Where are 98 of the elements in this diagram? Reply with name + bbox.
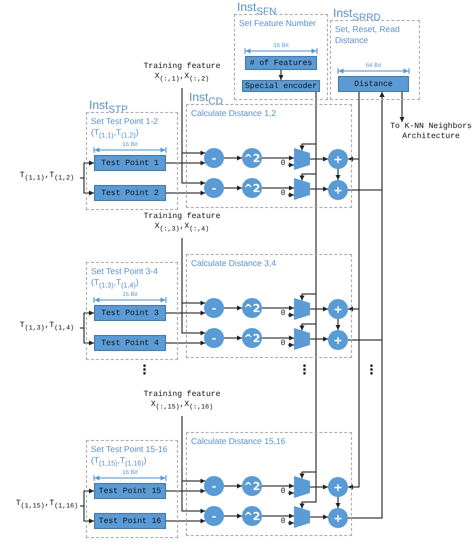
arrow: [288, 342, 294, 348]
constant-label: 0: [278, 309, 288, 321]
arrow: [262, 306, 294, 310]
arrow: [182, 416, 206, 514]
operator-circle: +: [328, 330, 348, 350]
arrow: [336, 318, 340, 330]
vertical-ellipsis: ⋮: [138, 364, 151, 378]
operator-circle: +: [328, 508, 348, 528]
register-box: Distance: [338, 76, 409, 92]
operator-circle: +: [328, 477, 348, 497]
input-label: T$_{(1,1)}$,T$_{(1,2)}$: [14, 171, 80, 185]
arrow: [310, 336, 329, 342]
group-title: Set, Reset, Read Distance: [335, 24, 401, 46]
arrow: [166, 340, 206, 346]
multiplexer-symbol: [294, 506, 310, 528]
operator-circle: -: [204, 506, 224, 526]
group-title: Calculate Distance 3,4: [191, 258, 278, 269]
arrow: [400, 92, 404, 122]
arrow: [336, 168, 340, 180]
register-box: # of Features: [245, 56, 317, 70]
register-box: Test Point 16: [94, 513, 166, 529]
arrow: [278, 70, 284, 80]
operator-circle: ^2: [242, 178, 262, 198]
operator-circle: -: [204, 328, 224, 348]
arrow: [166, 160, 206, 166]
input-label: T$_{(1,3)}$,T$_{(1,4)}$: [14, 321, 80, 335]
group-title: Set Test Point 1-2 (T$_{(1,1)}$,T$_{(1,2)}$): [91, 116, 159, 142]
arrow: [310, 514, 329, 520]
arrow: [262, 336, 294, 340]
arrow: [288, 520, 294, 526]
constant-label: 0: [278, 517, 288, 529]
arrow: [310, 156, 328, 162]
vertical-ellipsis: ⋮: [365, 364, 378, 378]
multiplexer-symbol: [294, 328, 310, 350]
arrow: [262, 156, 294, 160]
arrow: [224, 156, 242, 160]
arrow: [310, 186, 329, 192]
input-label: Training feature X$_{(:,3)}$,X$_{(:,4)}$: [136, 212, 228, 238]
arrow: [288, 312, 294, 318]
arrow: [182, 88, 206, 186]
arrow: [224, 336, 242, 340]
constant-label: 0: [278, 339, 288, 351]
operator-circle: -: [204, 298, 224, 318]
arrow: [166, 488, 206, 494]
register-box: Special encoder: [242, 80, 320, 92]
arrow: [224, 186, 242, 190]
register-box: Test Point 3: [94, 305, 166, 321]
arrow: [310, 484, 328, 490]
register-box: Test Point 2: [94, 185, 166, 201]
input-label: Training feature X$_{(:,15)}$,X$_{(:,16)}$: [136, 390, 228, 416]
arrow: [166, 310, 206, 316]
group-heading: Inst$_{SRRD}$: [333, 6, 381, 26]
group-heading: Inst$_{SFN}$: [237, 0, 276, 20]
input-label: Training feature X$_{(:,1)}$,X$_{(:,2)}$: [136, 62, 228, 88]
operator-circle: +: [328, 149, 348, 169]
operator-circle: ^2: [242, 148, 262, 168]
arrow: [336, 496, 340, 508]
arrow: [288, 162, 294, 168]
arrow: [224, 484, 242, 488]
output-label: To K-NN Neighbors Architecture: [388, 122, 474, 144]
arrow: [288, 490, 294, 496]
arrow: [224, 306, 242, 310]
operator-circle: -: [204, 148, 224, 168]
constant-label: 0: [278, 189, 288, 201]
operator-circle: +: [328, 180, 348, 200]
operator-circle: ^2: [242, 506, 262, 526]
arrow: [262, 514, 294, 518]
group-title: Set Test Point 3-4 (T$_{(1,3)}$,T$_{(1,4)}$): [91, 266, 159, 292]
group-title: Set Feature Number: [239, 18, 318, 29]
group-title: Calculate Distance 15,16: [191, 436, 287, 447]
multiplexer-symbol: [294, 148, 310, 170]
group-title: Calculate Distance 1,2: [191, 108, 278, 119]
vertical-ellipsis: ⋮: [298, 364, 311, 378]
operator-circle: ^2: [242, 298, 262, 318]
operator-circle: ^2: [242, 476, 262, 496]
operator-circle: -: [204, 178, 224, 198]
multiplexer-symbol: [294, 298, 310, 320]
input-label: T$_{(1,15)}$,T$_{(1,16)}$: [14, 499, 80, 513]
arrow: [262, 484, 294, 488]
arrow: [182, 238, 206, 336]
register-box: Test Point 1: [94, 155, 166, 171]
arrow: [348, 92, 384, 518]
register-box: Test Point 4: [94, 335, 166, 351]
arrow: [166, 190, 206, 196]
arrow: [262, 186, 294, 190]
multiplexer-symbol: [294, 476, 310, 498]
constant-label: 0: [278, 159, 288, 171]
arrow: [166, 518, 206, 524]
operator-circle: +: [328, 299, 348, 319]
operator-circle: -: [204, 476, 224, 496]
multiplexer-symbol: [294, 178, 310, 200]
operator-circle: ^2: [242, 328, 262, 348]
arrow: [288, 192, 294, 198]
group-title: Set Test Point 15-16 (T$_{(1,15)}$,T$_{(1,16)}$): [91, 444, 168, 470]
constant-label: 0: [278, 487, 288, 499]
register-box: Test Point 15: [94, 483, 166, 499]
arrow: [224, 514, 242, 518]
arrow: [310, 306, 328, 312]
